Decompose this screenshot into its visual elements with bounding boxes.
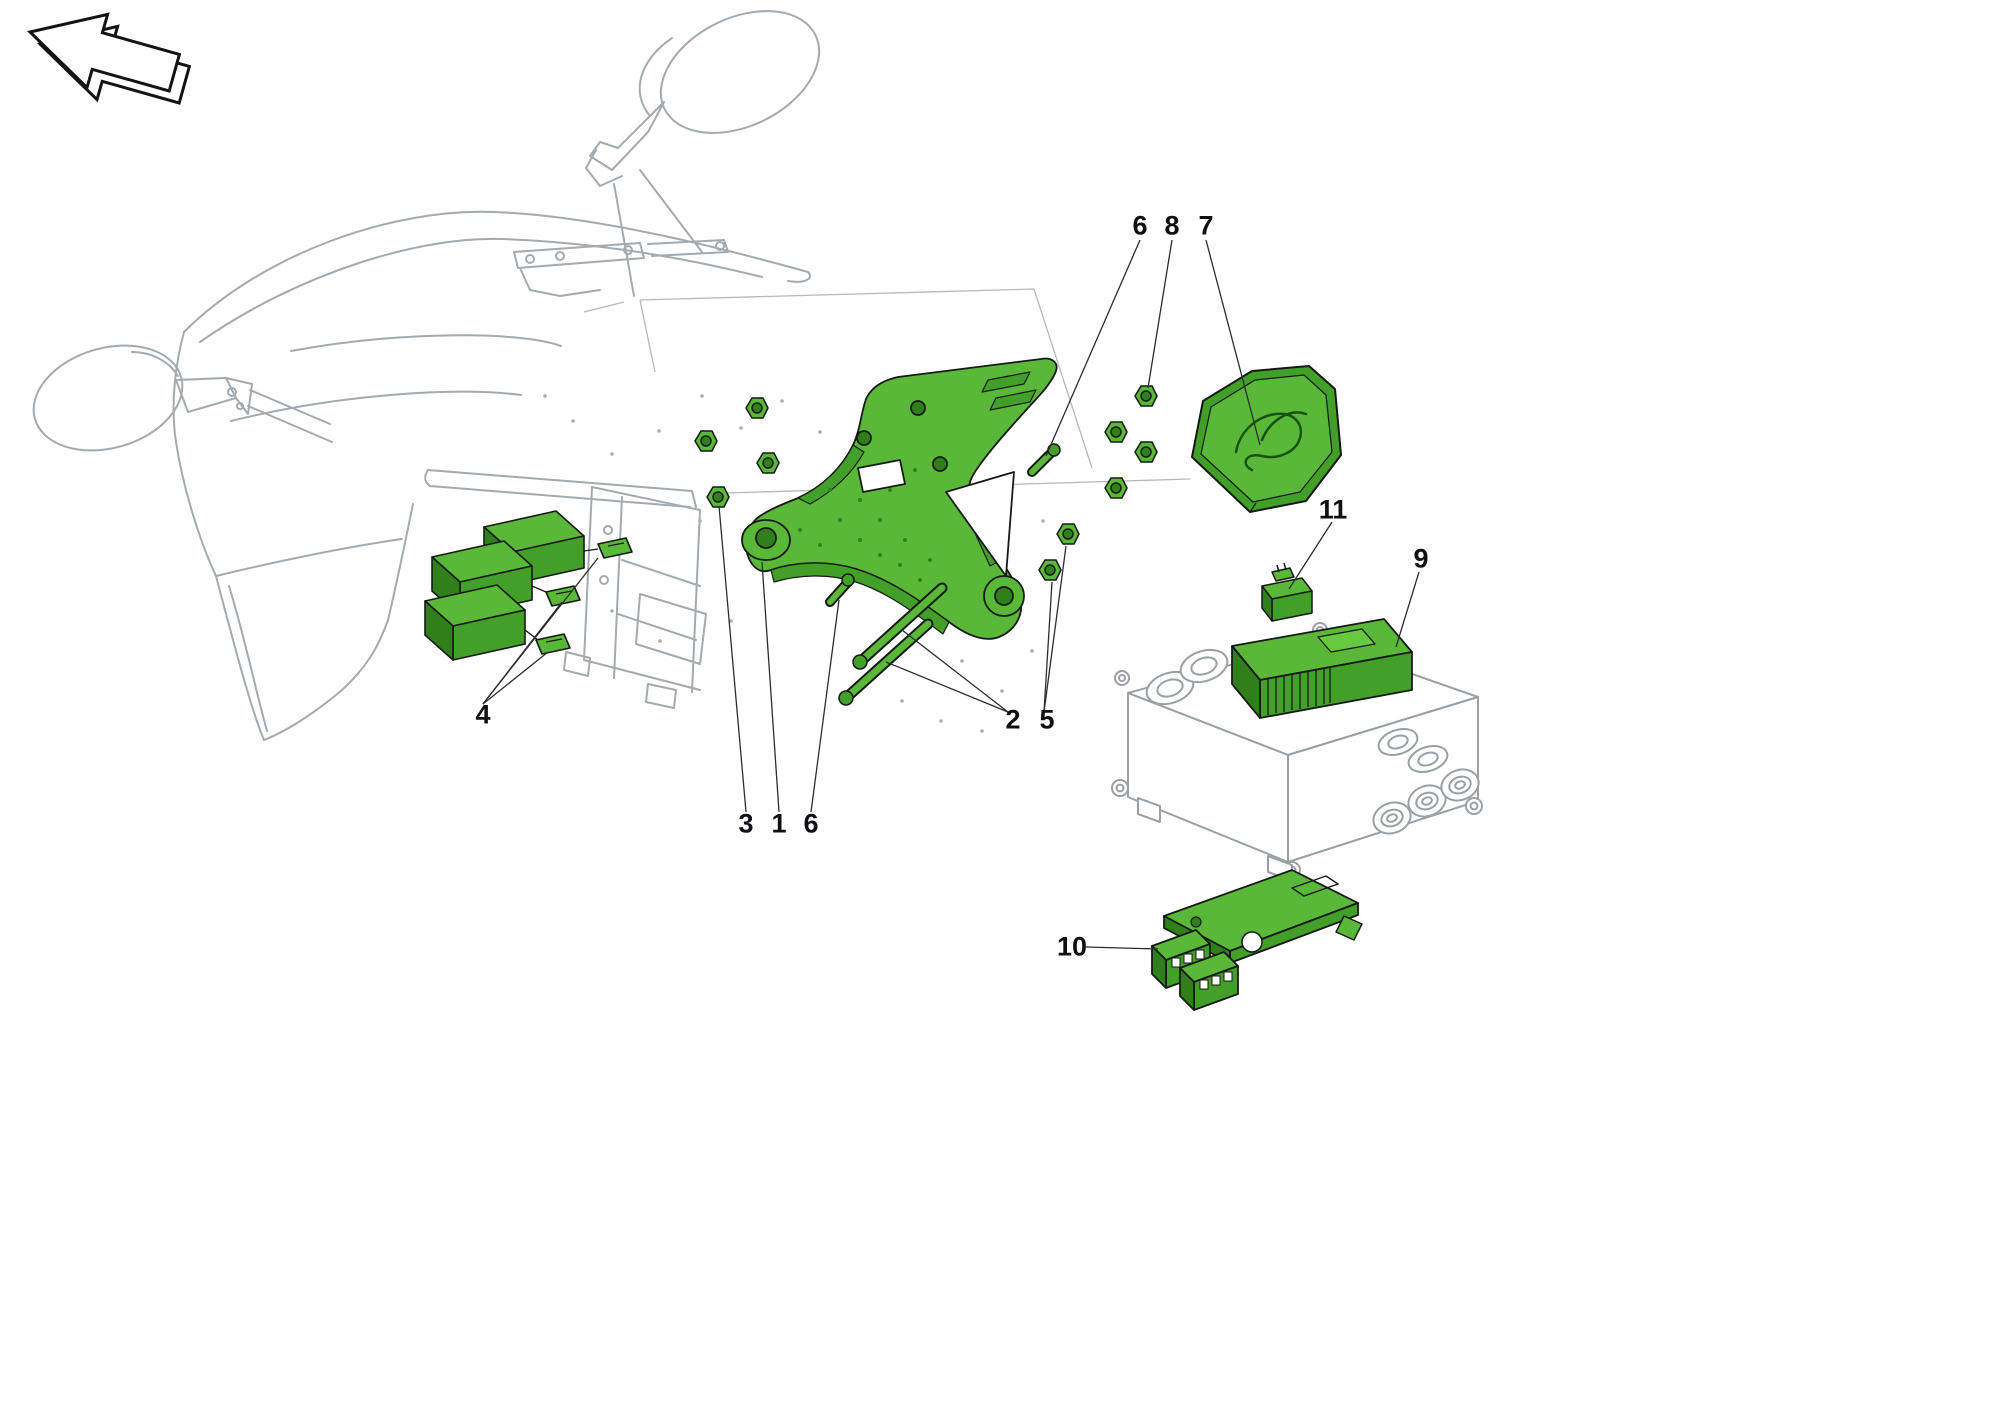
callout-8[interactable]: 8 — [1164, 210, 1180, 241]
callout-1[interactable]: 1 — [771, 808, 787, 839]
part-nuts-5[interactable] — [1038, 523, 1080, 581]
part-instrument-bracket[interactable] — [741, 357, 1058, 640]
callout-9[interactable]: 9 — [1413, 543, 1429, 574]
callout-5[interactable]: 5 — [1039, 704, 1055, 735]
part-standoffs-8[interactable] — [1104, 385, 1158, 499]
callout-6-bottom[interactable]: 6 — [803, 808, 819, 839]
callout-7[interactable]: 7 — [1198, 210, 1214, 241]
part-flange-nuts[interactable] — [694, 397, 780, 508]
callout-11[interactable]: 11 — [1318, 494, 1348, 525]
callout-10[interactable]: 10 — [1056, 931, 1088, 962]
callout-6-top[interactable]: 6 — [1132, 210, 1148, 241]
part-relays[interactable] — [424, 510, 633, 661]
part-ecu-9[interactable] — [1231, 618, 1413, 719]
callout-leader-lines — [482, 239, 1420, 950]
callout-4[interactable]: 4 — [475, 699, 491, 730]
vehicle-context-art — [32, 10, 821, 741]
part-screws-6[interactable] — [825, 443, 1061, 607]
part-sensor-11[interactable] — [1261, 562, 1313, 622]
direction-arrow-icon — [26, 12, 192, 105]
part-mount-plate-10[interactable] — [1151, 869, 1363, 1011]
callout-3[interactable]: 3 — [738, 808, 754, 839]
cover-logo-icon — [1234, 411, 1308, 472]
part-instrument-cover[interactable] — [1191, 365, 1342, 513]
callout-2[interactable]: 2 — [1005, 704, 1021, 735]
part-long-bolts-2[interactable] — [838, 582, 948, 706]
